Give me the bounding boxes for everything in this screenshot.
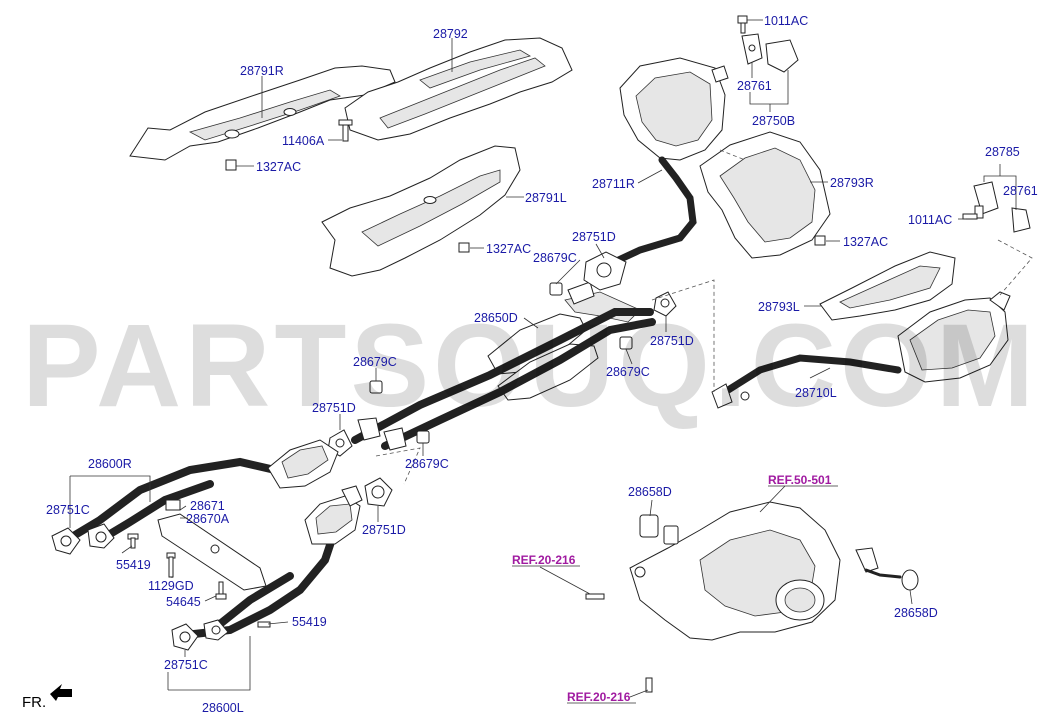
tailpipe-28710l [711, 354, 902, 409]
label-28793l: 28793L [758, 300, 800, 314]
label-28671: 28671 [190, 499, 225, 513]
label-28791l: 28791L [525, 191, 567, 205]
nut-1327ac-a [225, 159, 237, 171]
label-11406a: 11406A [282, 134, 325, 148]
label-54645: 54645 [166, 595, 201, 609]
bolt-1129gd [166, 552, 176, 578]
label-28751c-a: 28751C [46, 503, 90, 517]
nut-1327ac-c [814, 235, 826, 246]
catalytic-converter-28600r [66, 439, 339, 544]
bolt-55419-a [127, 533, 139, 549]
label-55419-b: 55419 [292, 615, 327, 629]
front-arrow-icon [50, 684, 72, 701]
mount-28658d-a [639, 514, 679, 545]
heat-shield-28791r [129, 65, 396, 161]
watermark: PARTSOUQ.COM [22, 300, 1038, 432]
label-28751c-b: 28751C [164, 658, 208, 672]
bolt-1011ac-right [962, 213, 978, 220]
direction-label: FR. [22, 694, 46, 711]
hanger-bracket-28761-top [741, 33, 799, 73]
label-28761-right: 28761 [1003, 184, 1038, 198]
mount-28658d-b [855, 547, 919, 591]
heat-shield-28791l [321, 145, 521, 277]
heat-shield-28792 [344, 37, 573, 141]
label-28793r: 28793R [830, 176, 874, 190]
label-28679c-d: 28679C [405, 457, 449, 471]
label-1011ac-top: 1011AC [764, 14, 808, 28]
bolt-11406a [338, 119, 353, 142]
label-28600r: 28600R [88, 457, 132, 471]
ref-20-216-b[interactable]: REF.20-216 [567, 690, 631, 704]
gasket-28751c-b [171, 619, 229, 651]
differential-assembly [629, 501, 841, 641]
label-28711r: 28711R [592, 177, 635, 191]
label-28710l: 28710L [795, 386, 837, 400]
label-1327ac-c: 1327AC [843, 235, 888, 249]
label-55419-a: 55419 [116, 558, 151, 572]
label-1327ac-b: 1327AC [486, 242, 531, 256]
label-28679c-a: 28679C [533, 251, 577, 265]
heat-shield-28793l [819, 251, 956, 321]
nut-28679c-d [416, 430, 430, 444]
catalytic-converter-28600l [181, 485, 363, 639]
label-28750b: 28750B [752, 114, 795, 128]
front-pipe-r [351, 308, 656, 450]
ref-50-501[interactable]: REF.50-501 [768, 473, 832, 487]
nut-1327ac-b [458, 242, 470, 253]
label-28785: 28785 [985, 145, 1020, 159]
label-28761-top: 28761 [737, 79, 772, 93]
hanger-bracket-28785 [973, 181, 1031, 233]
label-28792: 28792 [433, 27, 468, 41]
heat-shield-28793r [699, 131, 831, 259]
label-28658d-a: 28658D [628, 485, 672, 499]
label-1011ac-right: 1011AC [908, 213, 952, 227]
gasket-28751d-d [364, 477, 393, 507]
label-1327ac-a: 1327AC [256, 160, 301, 174]
label-28600l: 28600L [202, 701, 244, 715]
label-28751d-b: 28751D [650, 334, 694, 348]
label-28658d-b: 28658D [894, 606, 938, 620]
gasket-28751d-a [583, 251, 627, 291]
label-28650d: 28650D [474, 311, 518, 325]
bolt-ref-20-216-a [585, 593, 605, 600]
bolt-1011ac-top [737, 15, 748, 34]
dashed-connector-lines [375, 149, 1033, 485]
label-28751d-d: 28751D [362, 523, 406, 537]
bolt-55419-b [257, 621, 271, 628]
label-1129gd: 1129GD [148, 579, 194, 593]
label-28679c-c: 28679C [353, 355, 397, 369]
label-28679c-b: 28679C [606, 365, 650, 379]
muffler-28710l [897, 291, 1011, 383]
tailpipe-28711r [606, 156, 697, 268]
nut-28679c-a [549, 282, 563, 296]
ref-20-216-a[interactable]: REF.20-216 [512, 553, 576, 567]
label-28791r: 28791R [240, 64, 284, 78]
label-28751d-c: 28751D [312, 401, 356, 415]
leader-lines [69, 19, 1017, 698]
gasket-28751c-a [51, 523, 115, 555]
bolt-54645 [215, 581, 227, 600]
label-28751d-a: 28751D [572, 230, 616, 244]
bolt-ref-20-216-b [645, 677, 653, 693]
label-28670a: 28670A [186, 512, 230, 526]
muffler-28711r [619, 57, 729, 161]
